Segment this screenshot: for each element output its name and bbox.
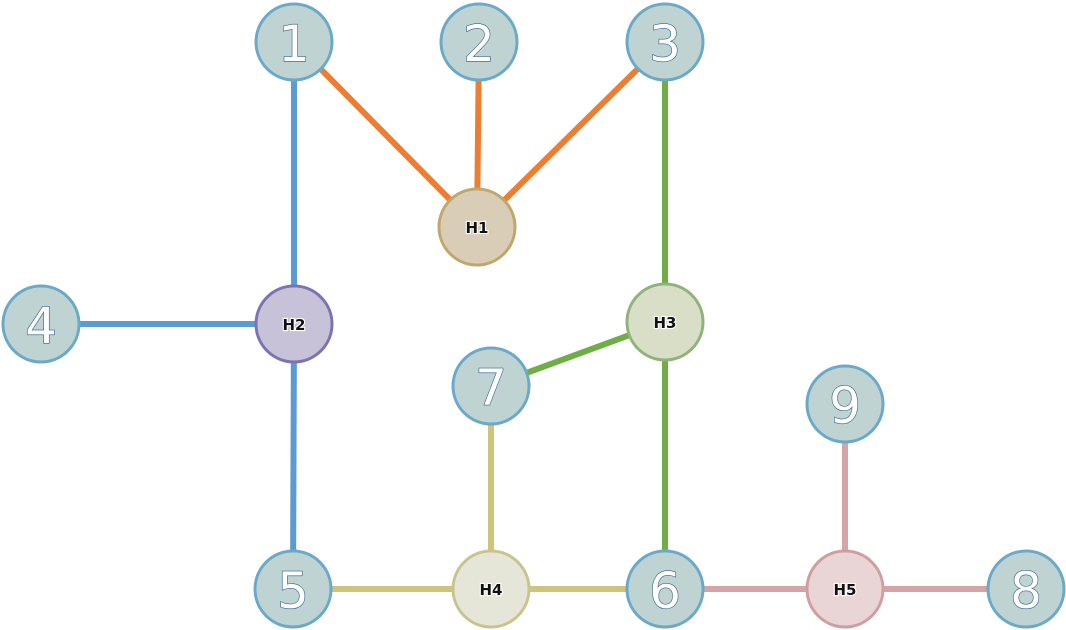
vertex-circle [625,2,705,82]
hyperedge-node-h4: H4 [451,549,531,629]
hyperedge-node-h1: H1 [437,187,517,267]
vertex-label: 3 [649,15,681,73]
vertex-label: 6 [649,562,681,620]
vertex-node-8: 8 [986,549,1066,629]
vertex-circle [451,346,531,426]
vertex-node-3: 3 [625,2,705,82]
vertex-label: 2 [463,15,495,73]
vertex-label: 8 [1010,562,1042,620]
vertex-circle [986,549,1066,629]
vertex-circle [805,364,885,444]
hyperedge-circle [254,284,334,364]
vertex-circle [1,284,81,364]
vertex-circle [625,549,705,629]
vertex-node-2: 2 [439,2,519,82]
hyperedge-circle [437,187,517,267]
vertex-node-6: 6 [625,549,705,629]
edge-layer [41,39,1026,592]
vertex-node-1: 1 [254,2,334,82]
vertex-label: 1 [278,15,310,73]
vertex-node-4: 4 [1,284,81,364]
vertex-circle [254,2,334,82]
edge-h1-to-1 [291,39,480,230]
hyperedge-label: H4 [480,581,503,599]
hyperedge-node-h2: H2 [254,284,334,364]
vertex-node-5: 5 [253,549,333,629]
hyperedge-label: H2 [283,316,306,334]
edge-h1-to-3 [474,39,668,230]
vertex-label: 9 [829,377,861,435]
hyperedge-circle [451,549,531,629]
hyperedge-circle [805,549,885,629]
hyperedge-circle [625,282,705,362]
hyperedge-node-h5: H5 [805,549,885,629]
vertex-label: 7 [475,359,507,417]
vertex-circle [439,2,519,82]
vertex-label: 4 [25,297,57,355]
hyperedge-node-h3: H3 [625,282,705,362]
vertex-circle [253,549,333,629]
vertex-label: 5 [277,562,309,620]
vertex-node-7: 7 [451,346,531,426]
hyperedge-label: H3 [654,314,677,332]
hyperedge-label: H1 [466,219,489,237]
vertex-node-9: 9 [805,364,885,444]
edge-h2-to-5 [290,323,297,590]
hyperedge-label: H5 [834,581,857,599]
